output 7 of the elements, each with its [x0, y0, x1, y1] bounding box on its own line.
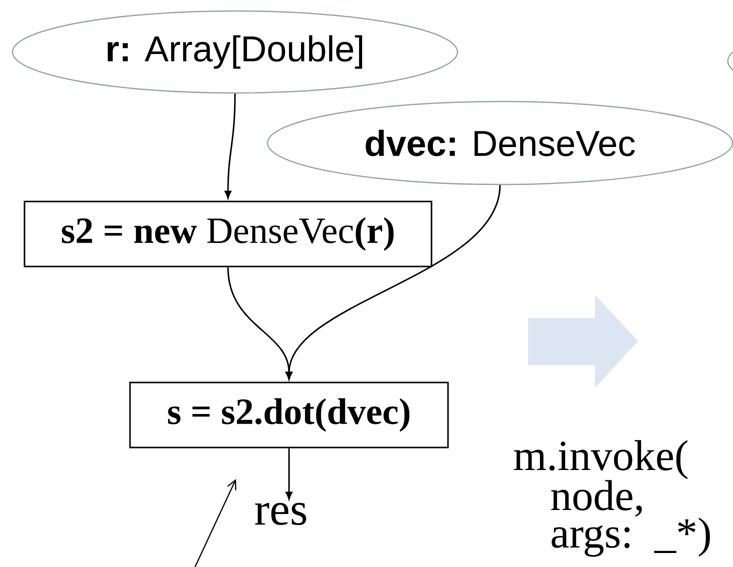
- statement-box: s = s2.dot(dvec): [129, 382, 449, 448]
- arrow: [286, 184, 501, 380]
- statement-box: s2 = new DenseVec(r): [24, 200, 432, 268]
- arrow: [224, 94, 236, 199]
- arrow: [286, 448, 292, 500]
- code-text: m.invoke( node, args: _*): [514, 440, 710, 557]
- result-text: res: [255, 502, 306, 526]
